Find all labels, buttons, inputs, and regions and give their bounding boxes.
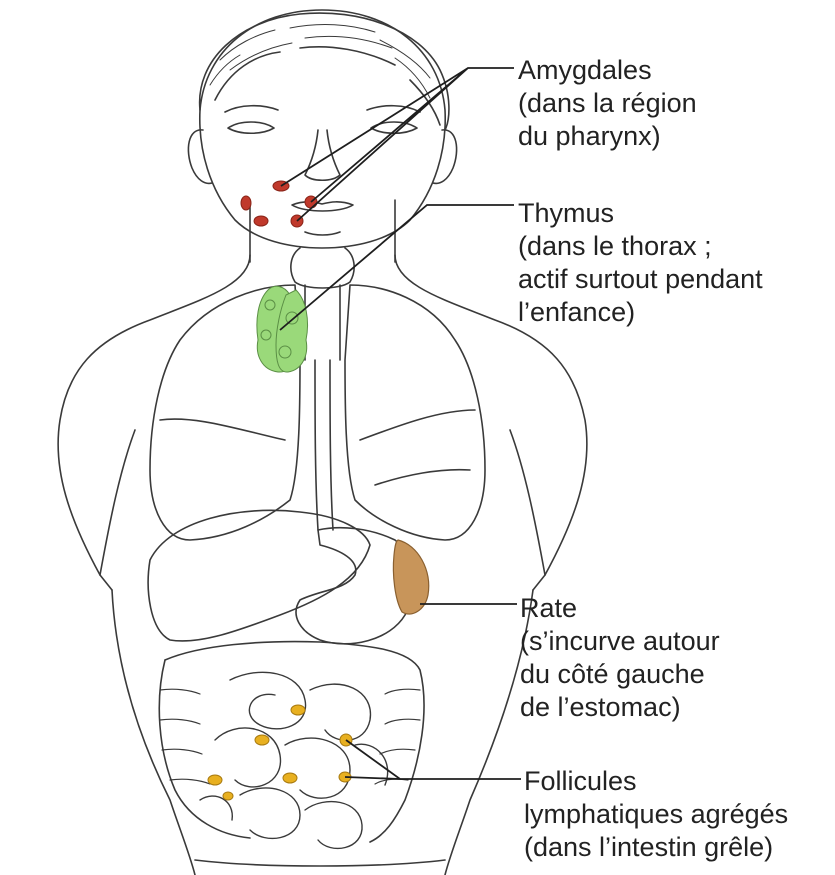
lung-fissures <box>160 410 475 485</box>
right-lung <box>345 285 485 540</box>
label-rate-line3: du côté gauche <box>520 658 720 691</box>
label-follicules-line3: (dans l’intestin grêle) <box>524 831 788 864</box>
label-rate-line2: (s’incurve autour <box>520 625 720 658</box>
pelvis-lines <box>195 860 445 866</box>
label-amygdales-line3: du pharynx) <box>518 120 697 153</box>
label-amygdales-line2: (dans la région <box>518 87 697 120</box>
label-amygdales-title: Amygdales <box>518 54 697 87</box>
spleen <box>393 540 428 614</box>
hair-texture <box>210 25 430 98</box>
label-rate: Rate (s’incurve autour du côté gauche de… <box>520 592 720 724</box>
label-amygdales: Amygdales (dans la région du pharynx) <box>518 54 697 153</box>
leader-lines <box>280 68 521 779</box>
label-follicules-line2: lymphatiques agrégés <box>524 798 788 831</box>
larynx <box>291 248 354 288</box>
waist-outline <box>112 590 533 875</box>
torso-outline <box>58 255 587 590</box>
head-outline <box>200 10 445 248</box>
esophagus <box>315 360 333 530</box>
mouth <box>292 202 353 211</box>
label-thymus-line3: actif surtout pendant <box>518 263 763 296</box>
left-eyebrow <box>225 106 278 112</box>
leader-thymus <box>280 205 514 330</box>
label-thymus-line4: l’enfance) <box>518 296 763 329</box>
liver <box>148 510 370 641</box>
label-follicules-title: Follicules <box>524 765 788 798</box>
armpit-lines <box>100 430 545 575</box>
chin-line <box>305 232 340 235</box>
label-rate-title: Rate <box>520 592 720 625</box>
colon-haustra <box>160 689 420 784</box>
neck-outline <box>250 200 395 262</box>
label-thymus-title: Thymus <box>518 197 763 230</box>
right-eyebrow <box>367 106 420 112</box>
trachea <box>305 285 340 360</box>
label-follicules: Follicules lymphatiques agrégés (dans l’… <box>524 765 788 864</box>
label-thymus-line2: (dans le thorax ; <box>518 230 763 263</box>
small-intestine <box>200 672 388 848</box>
label-thymus: Thymus (dans le thorax ; actif surtout p… <box>518 197 763 329</box>
label-rate-line4: de l’estomac) <box>520 691 720 724</box>
tonsils <box>241 181 317 227</box>
nose <box>305 130 340 180</box>
left-eye <box>228 122 274 133</box>
